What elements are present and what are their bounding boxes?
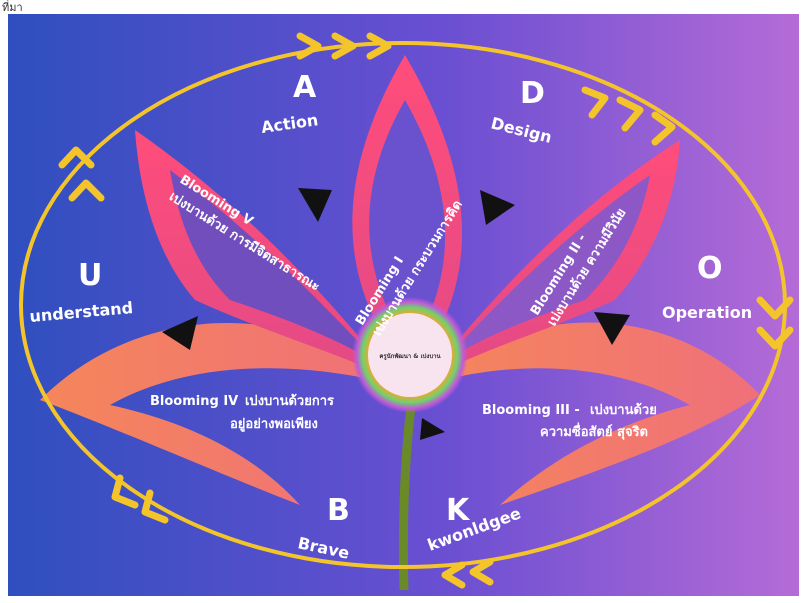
bloom-3: Blooming III - เบ่งบานด้วย ความซื่อสัตย์… <box>482 402 657 440</box>
bloom-4: Blooming IV เบ่งบานด้วยการ อยู่อย่างพอเพ… <box>150 393 334 432</box>
letter-o: O <box>697 251 723 286</box>
petal-lower-left <box>40 323 395 505</box>
chevron-icon <box>58 146 95 169</box>
bloom-3-name: Blooming III - <box>482 403 580 418</box>
bloom-3-line2: ความซื่อสัตย์ สุจริต <box>540 422 648 440</box>
arrow-icon <box>420 418 445 440</box>
chevron-icon <box>366 32 392 60</box>
center-circle <box>368 313 452 397</box>
bloom-4-line2: อยู่อย่างพอเพียง <box>230 416 318 432</box>
chevron-icon <box>68 179 105 202</box>
chevron-icon <box>331 32 357 60</box>
chevron-icon <box>141 489 169 524</box>
arrow-icon <box>298 188 332 222</box>
flow-arrows <box>162 188 630 440</box>
arrow-icon <box>480 190 515 225</box>
letter-d: D <box>520 76 545 111</box>
ring-chevrons <box>58 32 794 589</box>
chevron-icon <box>651 111 676 146</box>
petal-lower-right <box>425 322 760 505</box>
chevron-icon <box>756 326 794 350</box>
chevron-icon <box>441 561 466 589</box>
letter-b: B <box>327 493 350 528</box>
word-operation: Operation <box>662 303 752 322</box>
petal-left-inner <box>170 170 380 365</box>
bloom-4-name: Blooming IV <box>150 394 238 409</box>
bloom-3-line1: เบ่งบานด้วย <box>590 402 657 418</box>
chevron-icon <box>616 96 644 132</box>
chevron-icon <box>296 32 322 60</box>
petal-right-inner <box>440 175 650 365</box>
letter-u: U <box>78 258 102 293</box>
chevron-icon <box>756 296 794 320</box>
chevron-icon <box>469 558 494 586</box>
chevron-icon <box>581 86 609 119</box>
letter-k: K <box>446 493 471 528</box>
letter-a: A <box>293 70 317 105</box>
arrow-icon <box>594 312 630 345</box>
top-strip: ที่มา <box>0 0 807 14</box>
chevron-icon <box>111 474 139 509</box>
corner-text: ที่มา <box>2 1 23 14</box>
petal-center-inner <box>369 100 446 350</box>
center-label: ครูนักพัฒนา & เบ่งบาน <box>379 352 441 361</box>
bloom-4-line1: เบ่งบานด้วยการ <box>245 393 334 409</box>
arrow-icon <box>162 316 198 350</box>
